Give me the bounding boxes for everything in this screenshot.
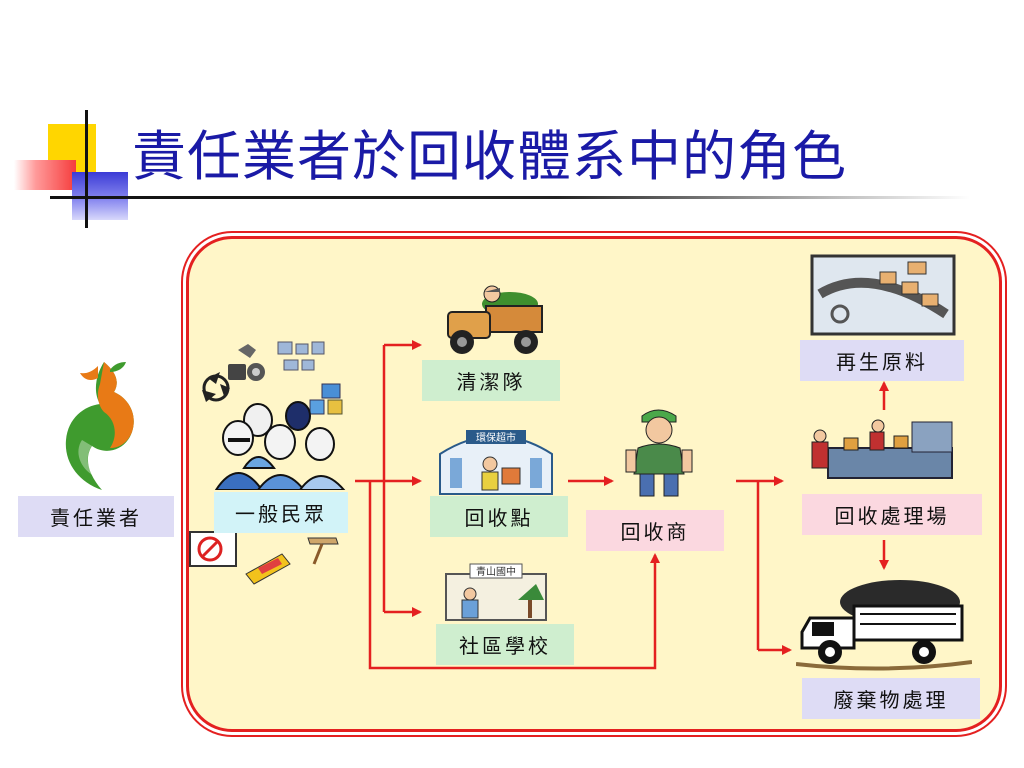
node-raw-material: 再生原料 xyxy=(800,340,964,381)
garbage-truck-clipart-icon xyxy=(447,285,543,354)
title-deco-red-bar xyxy=(14,160,76,190)
title-underline xyxy=(50,196,970,199)
supermarket-clipart-icon: 環保超市 xyxy=(439,430,553,495)
recyclables-clipart-icon xyxy=(202,341,343,415)
recycler-man-clipart-icon xyxy=(625,409,693,497)
school-clipart-icon: 青山國中 xyxy=(445,563,547,621)
page-title: 責任業者於回收體系中的角色 xyxy=(132,125,847,188)
arrow-public-to-recycler xyxy=(368,481,660,670)
title-deco-vertical-line xyxy=(85,110,88,228)
node-waste-disposal: 廢棄物處理 xyxy=(802,678,980,719)
factory-conveyor-clipart-icon xyxy=(810,254,956,336)
node-recycler: 回收商 xyxy=(586,510,724,551)
dump-truck-clipart-icon xyxy=(796,580,972,671)
node-cleaning-team: 清潔隊 xyxy=(422,360,560,401)
node-community-school: 社區學校 xyxy=(436,624,574,665)
household-items-clipart-icon xyxy=(189,531,339,585)
recycling-logo-icon xyxy=(65,362,134,490)
school-sign-text: 青山國中 xyxy=(476,565,516,578)
supermarket-sign-text: 環保超市 xyxy=(476,431,516,444)
node-collection-point: 回收點 xyxy=(430,496,568,537)
node-recycling-plant: 回收處理場 xyxy=(802,494,982,535)
processing-plant-clipart-icon xyxy=(811,419,953,479)
node-responsible-operator: 責任業者 xyxy=(18,496,174,537)
people-crowd-clipart-icon xyxy=(214,401,346,490)
node-general-public: 一般民眾 xyxy=(214,492,348,533)
